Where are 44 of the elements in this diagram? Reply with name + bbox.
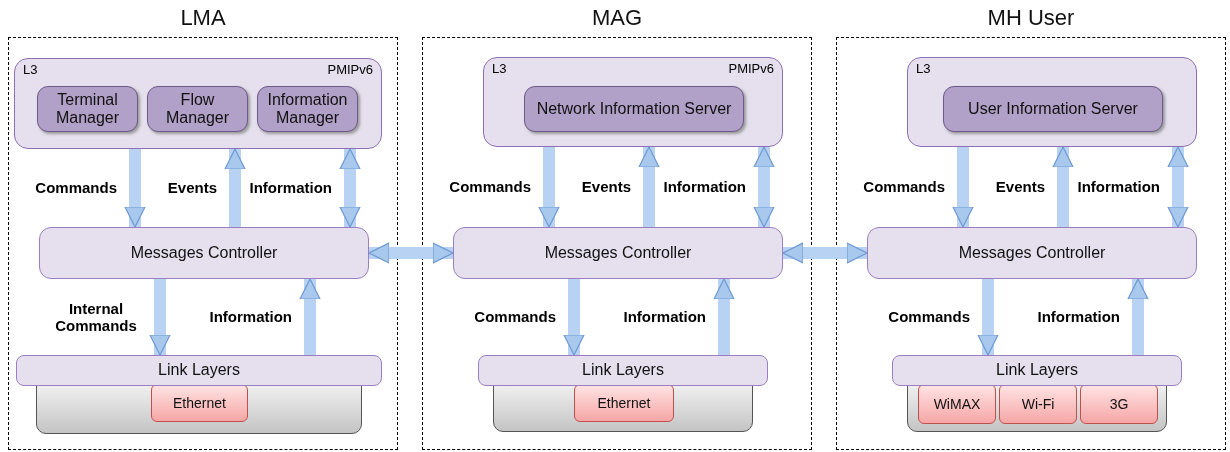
block-arrow [638,146,660,227]
layer-tag: L3 [492,61,507,76]
layer-tag: PMIPv6 [728,61,774,76]
interface-box: Ethernet [574,384,674,422]
block-arrow [713,278,735,355]
block-arrow [124,149,146,228]
layer-tag: PMIPv6 [327,62,373,77]
panel-title: MAG [590,4,644,33]
layer-tag: L3 [23,62,38,77]
interface-box: Ethernet [151,384,248,422]
layer-container [907,57,1197,147]
layer-band: Link Layers [16,355,382,386]
layer-container [14,58,382,149]
layer-container [483,57,783,147]
block-arrow [1052,146,1074,227]
module-box: Flow Manager [147,86,248,132]
layer-band: Link Layers [892,355,1182,386]
controller-box: Messages Controller [453,227,783,279]
block-arrow [952,147,974,228]
block-arrow [224,148,246,227]
layer-tag: L3 [916,61,931,76]
block-arrow [299,278,321,355]
interface-box: 3G [1080,384,1158,424]
block-arrow [753,146,775,228]
block-arrow [368,242,454,264]
interface-box: Wi-Fi [999,384,1077,424]
block-arrow [782,242,868,264]
panel-title: MH User [986,4,1076,33]
block-arrow [339,148,361,228]
interface-box: WiMAX [918,384,996,424]
controller-box: Messages Controller [867,227,1197,279]
block-arrow [538,147,560,228]
block-arrow [1127,278,1149,355]
module-box: Information Manager [257,86,358,132]
controller-box: Messages Controller [39,227,369,279]
panel-title: LMA [179,4,227,33]
block-arrow [563,279,585,356]
block-arrow [977,279,999,356]
module-box: User Information Server [943,86,1163,132]
layer-band: Link Layers [478,355,768,386]
block-arrow [149,279,171,356]
block-arrow [1167,146,1189,228]
module-box: Network Information Server [524,86,744,132]
module-box: Terminal Manager [37,86,138,132]
